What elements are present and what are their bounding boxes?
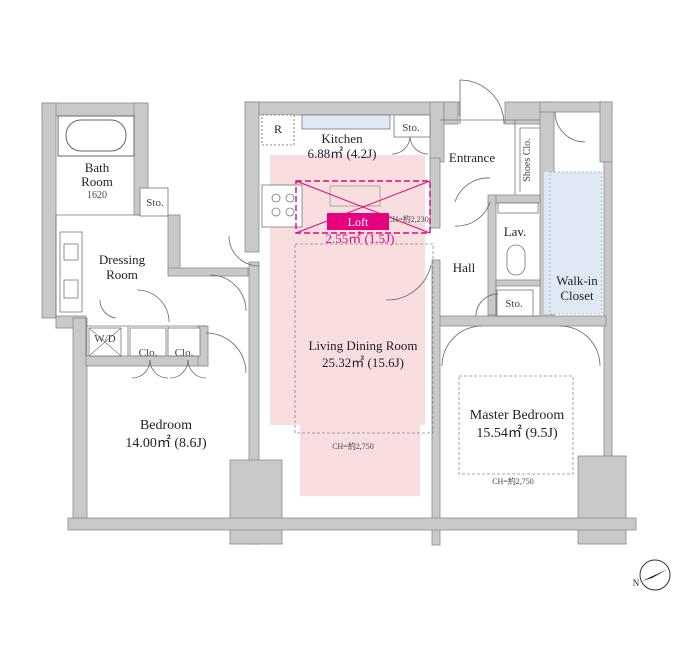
living-dining-area: 25.32㎡ (15.6J) [322,355,404,370]
hall-storage-label: Sto. [505,298,523,310]
stove-burner [285,207,295,217]
bath-storage [139,187,169,217]
loft-area: 2.55㎡ (1.5J) [326,231,395,246]
kitchen-storage [393,114,431,138]
stove-burner [285,193,295,203]
bedroom-closet-label: Clo. [139,347,158,359]
bedroom-closet [129,327,167,357]
dressing-room-label-1: Dressing [99,252,146,267]
living-dining-label: Living Dining Room [308,338,417,353]
stove-burner [271,207,281,217]
lav-counter [497,202,539,214]
kitchen-label: Kitchen [321,131,363,146]
shoes-closet-label: Shoes Clo. [522,138,533,181]
entrance-storage [496,289,534,317]
dressing-shelf-item [63,279,79,299]
loft-label: Loft [348,215,369,229]
master-bedroom-area: 15.54㎡ (9.5J) [476,425,558,441]
bedroom-closet [167,327,201,357]
loft-outline [295,180,431,234]
kitchen-storage-label: Sto. [402,122,420,134]
bath-storage-label: Sto. [146,197,164,209]
compass-north-label: N [633,578,640,588]
compass-icon [639,559,671,591]
loft-cross [295,180,431,234]
dressing-room-label-2: Room [106,267,138,282]
kitchen-sink [329,185,381,207]
walk-in-closet-tint [544,172,602,314]
walls [41,101,637,546]
kitchen-counter [301,114,391,130]
hall-label: Hall [453,260,476,275]
room-labels: Bath Room 1620 Sto. Dressing Room W/D Cl… [81,122,640,588]
refrigerator [261,114,295,146]
bedroom-label: Bedroom [140,418,192,433]
kitchen-area: 6.88㎡ (4.2J) [308,146,377,161]
bathtub-basin [65,119,127,152]
master-bedroom-label: Master Bedroom [470,408,565,423]
doors [99,79,601,379]
walk-in-closet-label-2: Closet [560,288,594,303]
bath-room-size: 1620 [87,190,107,201]
living-ceiling-height: CH=約2,750 [332,441,374,451]
bedroom-area: 14.00㎡ (8.6J) [125,435,207,451]
loft-ceiling-height: CH=約2,230 [387,214,429,224]
toilet [506,244,526,276]
walk-in-closet-label-1: Walk-in [556,273,598,288]
master-ceiling-height: CH=約2,750 [492,476,534,486]
loft-label-box [327,213,389,230]
dashed-outlines [294,243,574,475]
washer-cross [88,327,122,357]
lav-label: Lav. [504,224,527,239]
dressing-shelf-item [63,243,79,261]
bedroom-closet-label: Clo. [175,347,194,359]
washer-label: W/D [94,333,115,345]
walk-in-closet-frame [549,171,603,315]
entrance-label: Entrance [449,150,495,165]
bath-room-label-2: Room [81,174,113,189]
bath-room-label-1: Bath [85,160,110,175]
stove-burner [271,193,281,203]
refrigerator-label: R [274,122,282,136]
